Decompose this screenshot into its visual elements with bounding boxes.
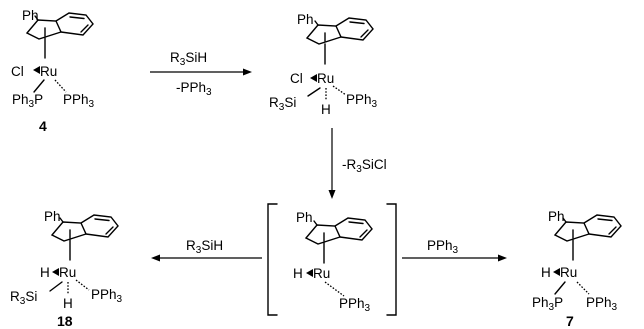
- wedge-bond: [553, 268, 560, 276]
- phosphine-right-label: PPh3: [586, 295, 618, 313]
- indenyl-ligand: [305, 217, 373, 245]
- reagent-label: PPh3: [427, 238, 459, 256]
- compound-number-18: 18: [57, 313, 73, 329]
- phenyl-label: Ph: [297, 12, 314, 27]
- wedge-bond: [52, 268, 59, 276]
- ruthenium-label: Ru: [40, 64, 57, 79]
- hydride-label: H: [321, 102, 331, 117]
- compound-number-4: 4: [39, 118, 47, 134]
- wedge-bond: [33, 66, 40, 74]
- arrow-to-7: PPh3: [402, 238, 507, 262]
- hydride-label: H: [293, 266, 303, 281]
- phosphine-left-label: Ph3P: [532, 295, 563, 313]
- indenyl-ligand: [51, 214, 119, 242]
- phosphine-left-label: Ph3P: [12, 92, 43, 110]
- arrow-elimination: -R3SiCl: [328, 128, 387, 199]
- arrow-4-to-intermediate: R3SiH -PPh3: [150, 50, 252, 98]
- phenyl-label: Ph: [548, 209, 565, 224]
- silyl-label: R3Si: [10, 289, 37, 307]
- chloro-label: Cl: [290, 71, 303, 86]
- phenyl-label: Ph: [22, 8, 39, 23]
- ruthenium-label: Ru: [313, 266, 330, 281]
- complex-18: Ph H Ru R3Si H PPh3 18: [10, 209, 123, 329]
- byproduct-label: -PPh3: [176, 80, 212, 98]
- indenyl-ligand: [554, 214, 622, 242]
- hydride-label-2: H: [63, 296, 73, 311]
- wedge-bond: [310, 74, 317, 82]
- indenyl-ligand: [306, 17, 374, 45]
- ruthenium-label: Ru: [59, 265, 76, 280]
- phosphine-label: PPh3: [91, 287, 123, 305]
- compound-number-7: 7: [566, 313, 574, 329]
- phenyl-label: Ph: [44, 209, 61, 224]
- left-bracket: [267, 203, 278, 316]
- hydride-label: H: [541, 265, 551, 280]
- complex-7: Ph H Ru Ph3P PPh3 7: [532, 209, 622, 329]
- phosphine-label: PPh3: [346, 92, 378, 110]
- arrow-to-18: R3SiH: [151, 238, 262, 262]
- silyl-label: R3Si: [269, 95, 296, 113]
- phosphine-right-label: PPh3: [63, 92, 95, 110]
- hydride-label: H: [40, 265, 50, 280]
- unsaturated-intermediate: Ph H Ru PPh3: [267, 203, 397, 316]
- chloro-label: Cl: [11, 64, 24, 79]
- reagent-label: R3SiH: [186, 238, 223, 256]
- phenyl-label: Ph: [296, 210, 313, 225]
- phosphine-label: PPh3: [339, 296, 371, 314]
- wedge-bond: [306, 269, 313, 277]
- complex-4: Ph Cl Ru Ph3P PPh3 4: [11, 8, 95, 134]
- ruthenium-label: Ru: [560, 265, 577, 280]
- intermediate-silyl-hydride: Ph Cl Ru R3Si H PPh3: [269, 12, 378, 117]
- reagent-label: R3SiH: [170, 50, 207, 68]
- right-bracket: [386, 203, 397, 316]
- ruthenium-label: Ru: [317, 71, 334, 86]
- byproduct-label: -R3SiCl: [342, 157, 387, 175]
